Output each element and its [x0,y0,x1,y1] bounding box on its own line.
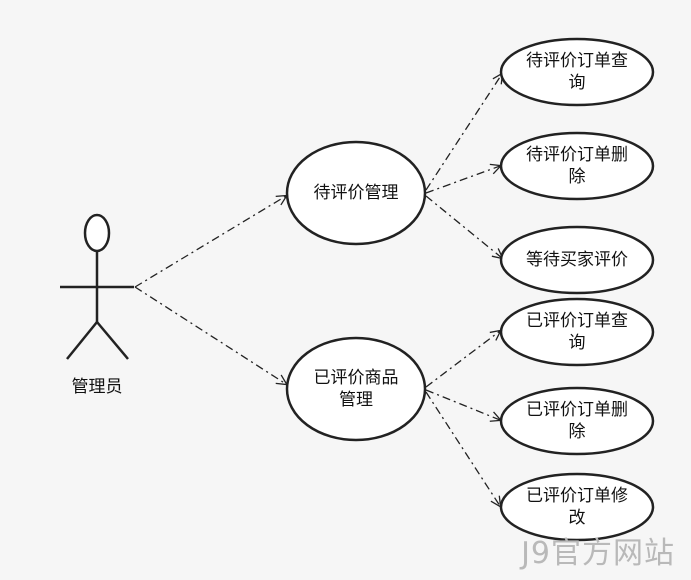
edge-pending-mgmt-to-wait [425,195,502,258]
actor-stick-figure [60,213,134,360]
actor-head [83,213,111,253]
usecase-pending-query [499,37,655,107]
usecase-rated-mgmt [285,336,427,442]
watermark: J9官方网站 [521,536,675,571]
usecase-pending-mgmt [285,140,427,246]
edge-actor-to-rated-mgmt [134,286,286,384]
edge-pending-mgmt-to-delete [425,166,500,194]
actor-right-leg [96,321,129,360]
edge-rated-mgmt-to-query [425,331,500,388]
edge-actor-to-pending-mgmt [134,196,286,288]
edge-pending-mgmt-to-query [425,74,502,191]
usecase-wait-buyer [499,225,655,295]
usecase-rated-modify [499,472,655,542]
actor-label: 管理员 [71,377,123,397]
edge-rated-mgmt-to-modify [425,391,500,506]
usecase-rated-delete [499,386,655,456]
usecase-rated-query [499,297,655,367]
actor-left-leg [66,321,98,360]
edge-rated-mgmt-to-delete [425,389,500,420]
usecase-pending-delete [499,131,655,201]
